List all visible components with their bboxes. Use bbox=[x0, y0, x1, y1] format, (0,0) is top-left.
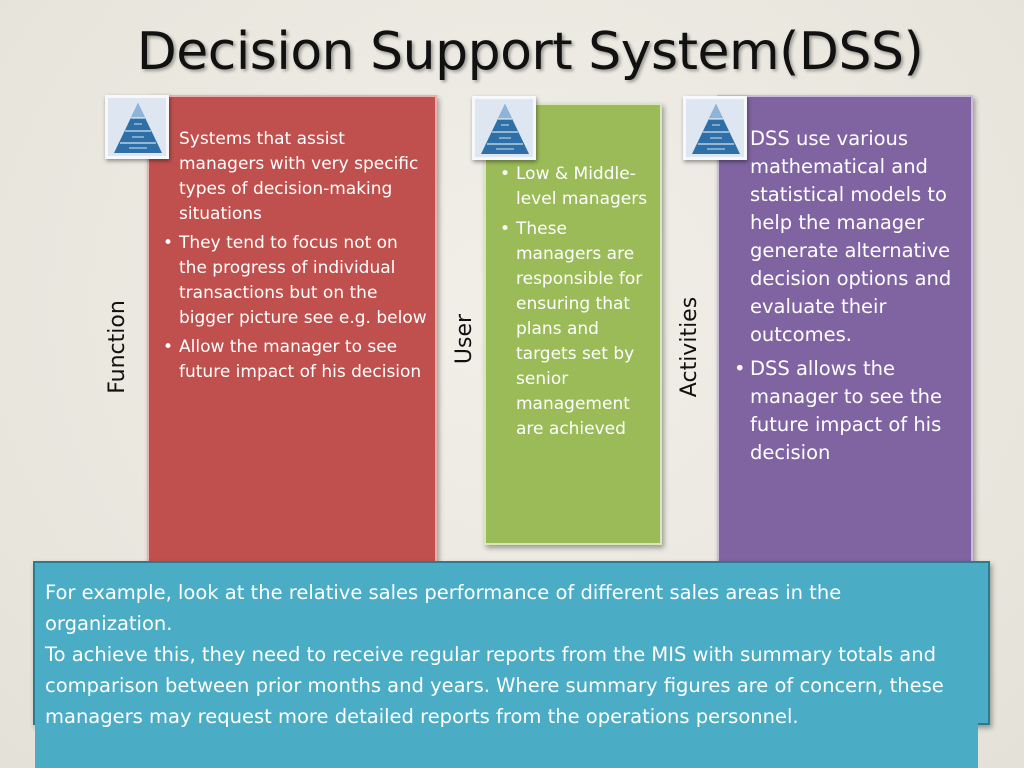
activities-label: Activities bbox=[677, 296, 702, 398]
function-label: Function bbox=[105, 300, 130, 394]
function-panel: Systems that assist managers with very s… bbox=[147, 95, 437, 580]
user-label: User bbox=[452, 313, 477, 365]
activities-text: DSS use various mathematical and statist… bbox=[734, 125, 972, 473]
pyramid-thumbnail-icon bbox=[683, 96, 747, 160]
user-bullet-2: These managers are responsible for ensur… bbox=[500, 217, 656, 442]
user-text: Low & Middle-level managers These manage… bbox=[500, 162, 656, 447]
activities-bullet-1: DSS allows the manager to see the future… bbox=[734, 355, 972, 467]
activities-panel: DSS use various mathematical and statist… bbox=[717, 95, 973, 580]
function-bullet-2: Allow the manager to see future impact o… bbox=[163, 335, 429, 385]
pyramid-thumbnail-icon bbox=[472, 96, 536, 160]
function-text: Systems that assist managers with very s… bbox=[163, 127, 429, 389]
user-bullet-1: Low & Middle-level managers bbox=[500, 162, 656, 212]
example-note-text: For example, look at the relative sales … bbox=[45, 577, 965, 732]
user-panel: Low & Middle-level managers These manage… bbox=[484, 103, 662, 545]
example-paragraph-2: To achieve this, they need to receive re… bbox=[45, 643, 944, 728]
function-bullet-1: They tend to focus not on the progress o… bbox=[163, 231, 429, 331]
pyramid-thumbnail-icon bbox=[105, 95, 169, 159]
activities-intro: DSS use various mathematical and statist… bbox=[750, 127, 952, 346]
slide-title: Decision Support System(DSS) bbox=[136, 22, 924, 82]
function-intro: Systems that assist managers with very s… bbox=[179, 129, 419, 224]
example-note: For example, look at the relative sales … bbox=[35, 569, 978, 768]
example-paragraph-1: For example, look at the relative sales … bbox=[45, 581, 842, 635]
